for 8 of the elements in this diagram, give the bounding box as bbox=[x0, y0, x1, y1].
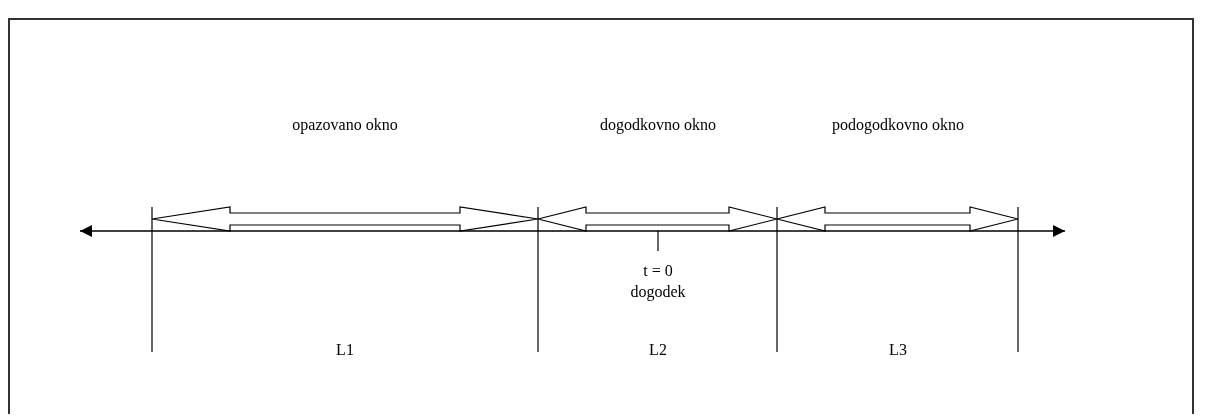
length-label: L2 bbox=[649, 341, 667, 359]
length-label: L1 bbox=[336, 341, 354, 359]
window-label: dogodkovno okno bbox=[600, 116, 716, 134]
event-label: dogodek bbox=[630, 283, 686, 301]
window-label: podogodkovno okno bbox=[832, 116, 964, 134]
event-label: t = 0 bbox=[643, 262, 673, 280]
window-label: opazovano okno bbox=[292, 116, 398, 134]
length-label: L3 bbox=[889, 341, 907, 359]
